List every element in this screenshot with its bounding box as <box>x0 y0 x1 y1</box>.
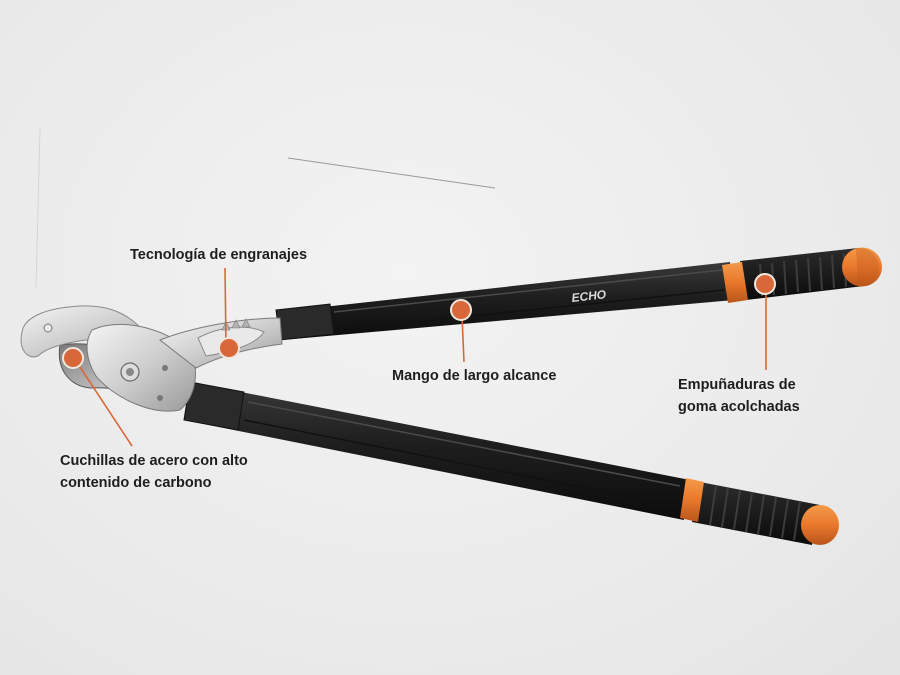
callout-label-gear-technology: Tecnología de engranajes <box>130 244 307 266</box>
pivot-bolt-center <box>126 368 134 376</box>
upper-handle: ECHO <box>275 247 882 341</box>
lower-shaft <box>184 382 690 520</box>
lower-collar <box>183 381 245 431</box>
callout-leader-line <box>224 267 227 347</box>
callout-gear <box>218 267 240 359</box>
callout-blade <box>62 347 133 447</box>
callout-leader-line <box>461 315 465 363</box>
callout-text-line2: goma acolchadas <box>678 399 800 415</box>
callout-label-carbon-steel-blades: Cuchillas de acero con alto contenido de… <box>60 450 248 494</box>
callout-marker <box>450 299 472 321</box>
callout-marker <box>754 273 776 295</box>
lower-grip <box>692 482 820 545</box>
brand-logo: ECHO <box>571 287 608 305</box>
callout-text: Mango de largo alcance <box>392 368 557 384</box>
callout-text: Tecnología de engranajes <box>130 247 308 263</box>
callout-marker <box>218 337 240 359</box>
callout-text-line1: Empuñaduras de <box>678 377 796 393</box>
blade-hole <box>43 323 53 333</box>
shaft-groove <box>247 401 681 487</box>
rivet <box>157 395 163 401</box>
shaft-groove <box>243 419 677 507</box>
callout-text-line1: Cuchillas de acero con alto <box>60 453 248 469</box>
upper-grip-orange-ring <box>722 262 748 303</box>
callout-handle <box>450 299 472 363</box>
background-line <box>287 157 496 189</box>
grip-texture <box>709 485 801 541</box>
lower-handle <box>183 381 839 545</box>
lower-grip-end-cap <box>801 505 839 545</box>
upper-collar <box>275 303 335 341</box>
callout-label-cushioned-grips: Empuñaduras de goma acolchadas <box>678 374 800 418</box>
callout-label-long-reach-handle: Mango de largo alcance <box>392 365 556 387</box>
callout-grip <box>754 273 776 370</box>
lower-grip-orange-ring <box>680 478 704 522</box>
callout-marker <box>62 347 84 369</box>
background-line <box>35 127 41 289</box>
callout-leader-line <box>77 363 133 447</box>
rivet <box>162 365 168 371</box>
callout-text-line2: contenido de carbono <box>60 475 212 491</box>
upper-grip-end-cap <box>842 247 882 287</box>
shaft-groove <box>335 289 725 331</box>
shaft-groove <box>333 269 723 313</box>
